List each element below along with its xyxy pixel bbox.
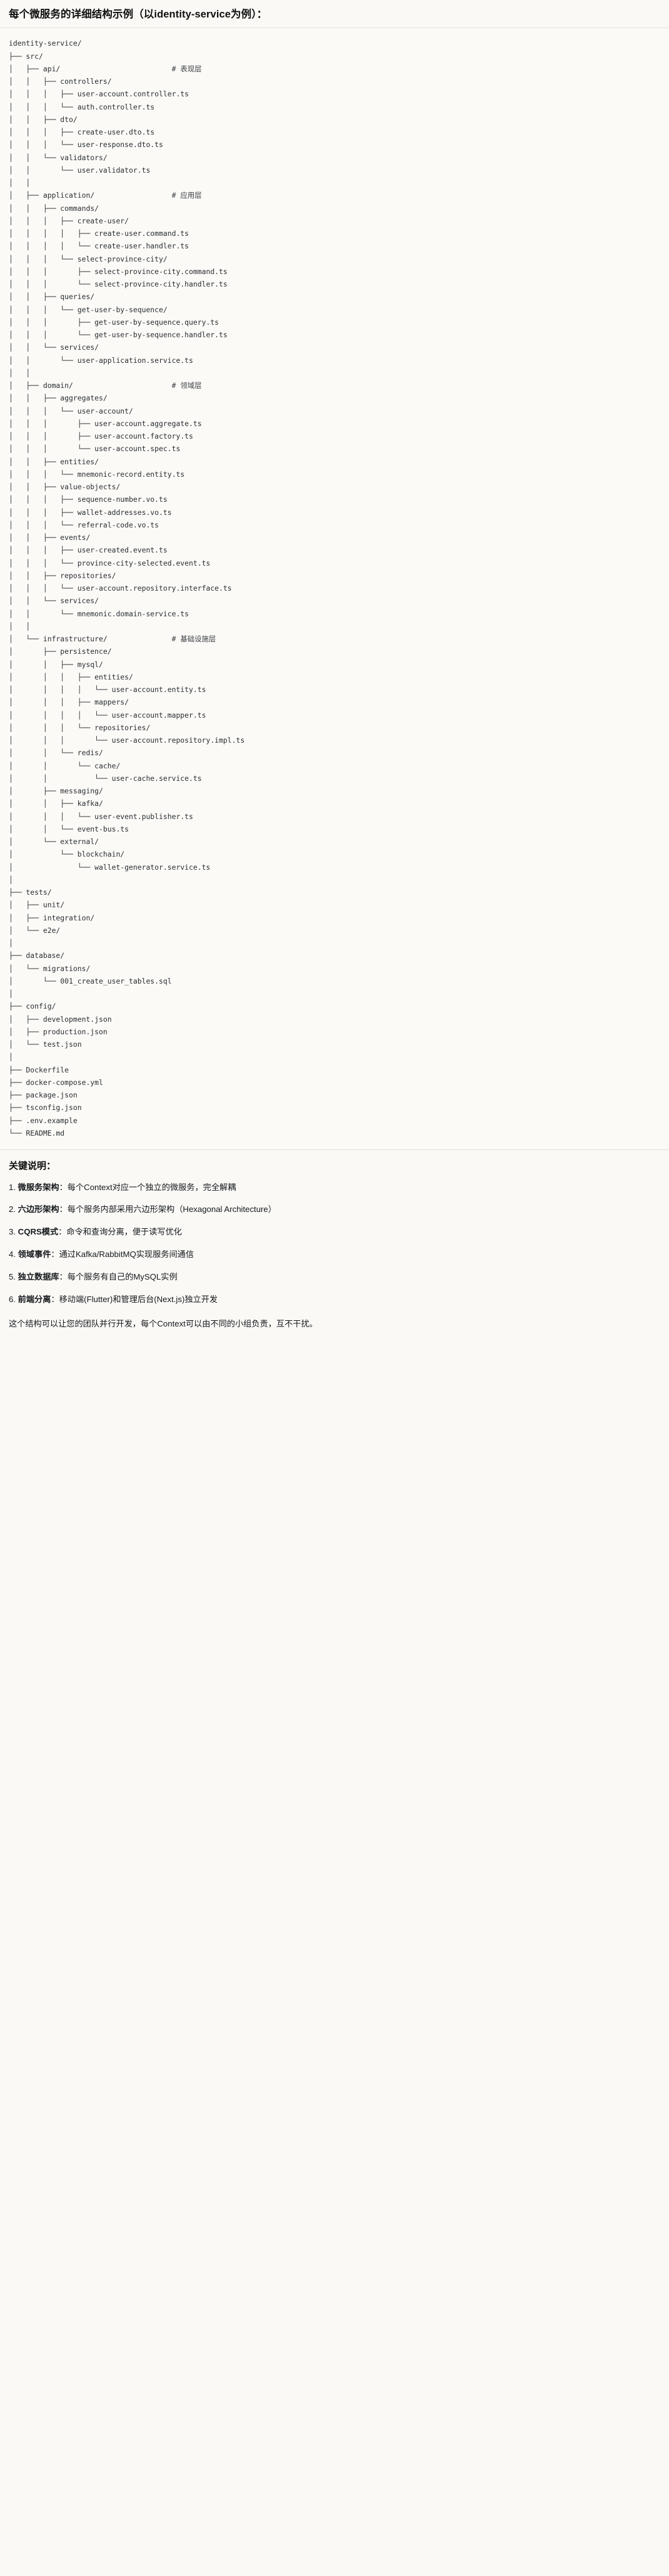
key-point-item: 前端分离：移动端(Flutter)和管理后台(Next.js)独立开发	[9, 1293, 660, 1306]
directory-tree: identity-service/ ├── src/ │ ├── api/ # …	[9, 39, 245, 1138]
directory-tree-block: identity-service/ ├── src/ │ ├── api/ # …	[0, 28, 669, 1151]
key-point-separator: ：	[51, 1249, 59, 1259]
key-point-term: 独立数据库	[18, 1271, 59, 1281]
key-point-item: 独立数据库：每个服务有自己的MySQL实例	[9, 1271, 660, 1283]
tree-layer-comment: # 基础设施层	[171, 634, 216, 644]
tree-layer-comment: # 领域层	[171, 381, 202, 390]
closing-paragraph: 这个结构可以让您的团队并行开发，每个Context可以由不同的小组负责，互不干扰…	[9, 1319, 318, 1329]
key-point-item: CQRS模式：命令和查询分离，便于读写优化	[9, 1226, 660, 1238]
key-point-term: 六边形架构	[18, 1204, 59, 1214]
key-point-description: 每个服务有自己的MySQL实例	[67, 1271, 178, 1281]
key-point-separator: ：	[51, 1294, 59, 1304]
key-point-separator: ：	[59, 1182, 68, 1192]
key-point-term: 领域事件	[18, 1249, 51, 1259]
key-point-term: CQRS模式	[18, 1227, 59, 1237]
document-page: 每个微服务的详细结构示例（以identity-service为例）： ident…	[0, 0, 669, 1347]
key-point-description: 每个服务内部采用六边形架构（Hexagonal Architecture）	[67, 1204, 276, 1214]
key-point-item: 微服务架构：每个Context对应一个独立的微服务，完全解耦	[9, 1181, 660, 1194]
key-point-separator: ：	[59, 1204, 68, 1214]
key-point-item: 领域事件：通过Kafka/RabbitMQ实现服务间通信	[9, 1248, 660, 1261]
key-point-separator: ：	[58, 1227, 67, 1237]
key-points-title: 关键说明：	[9, 1161, 56, 1172]
key-points-section: 关键说明： 微服务架构：每个Context对应一个独立的微服务，完全解耦六边形架…	[0, 1150, 669, 1347]
key-point-item: 六边形架构：每个服务内部采用六边形架构（Hexagonal Architectu…	[9, 1203, 660, 1216]
key-point-description: 通过Kafka/RabbitMQ实现服务间通信	[59, 1249, 194, 1259]
page-title: 每个微服务的详细结构示例（以identity-service为例）：	[0, 0, 669, 29]
key-point-description: 命令和查询分离，便于读写优化	[66, 1227, 182, 1237]
tree-layer-comment: # 应用层	[171, 191, 202, 200]
key-point-term: 微服务架构	[18, 1182, 59, 1192]
key-point-description: 移动端(Flutter)和管理后台(Next.js)独立开发	[59, 1294, 218, 1304]
key-point-description: 每个Context对应一个独立的微服务，完全解耦	[67, 1182, 236, 1192]
key-point-separator: ：	[59, 1271, 68, 1281]
tree-layer-comment: # 表现层	[171, 64, 202, 73]
key-point-term: 前端分离	[18, 1294, 51, 1304]
key-points-list: 微服务架构：每个Context对应一个独立的微服务，完全解耦六边形架构：每个服务…	[9, 1181, 660, 1306]
